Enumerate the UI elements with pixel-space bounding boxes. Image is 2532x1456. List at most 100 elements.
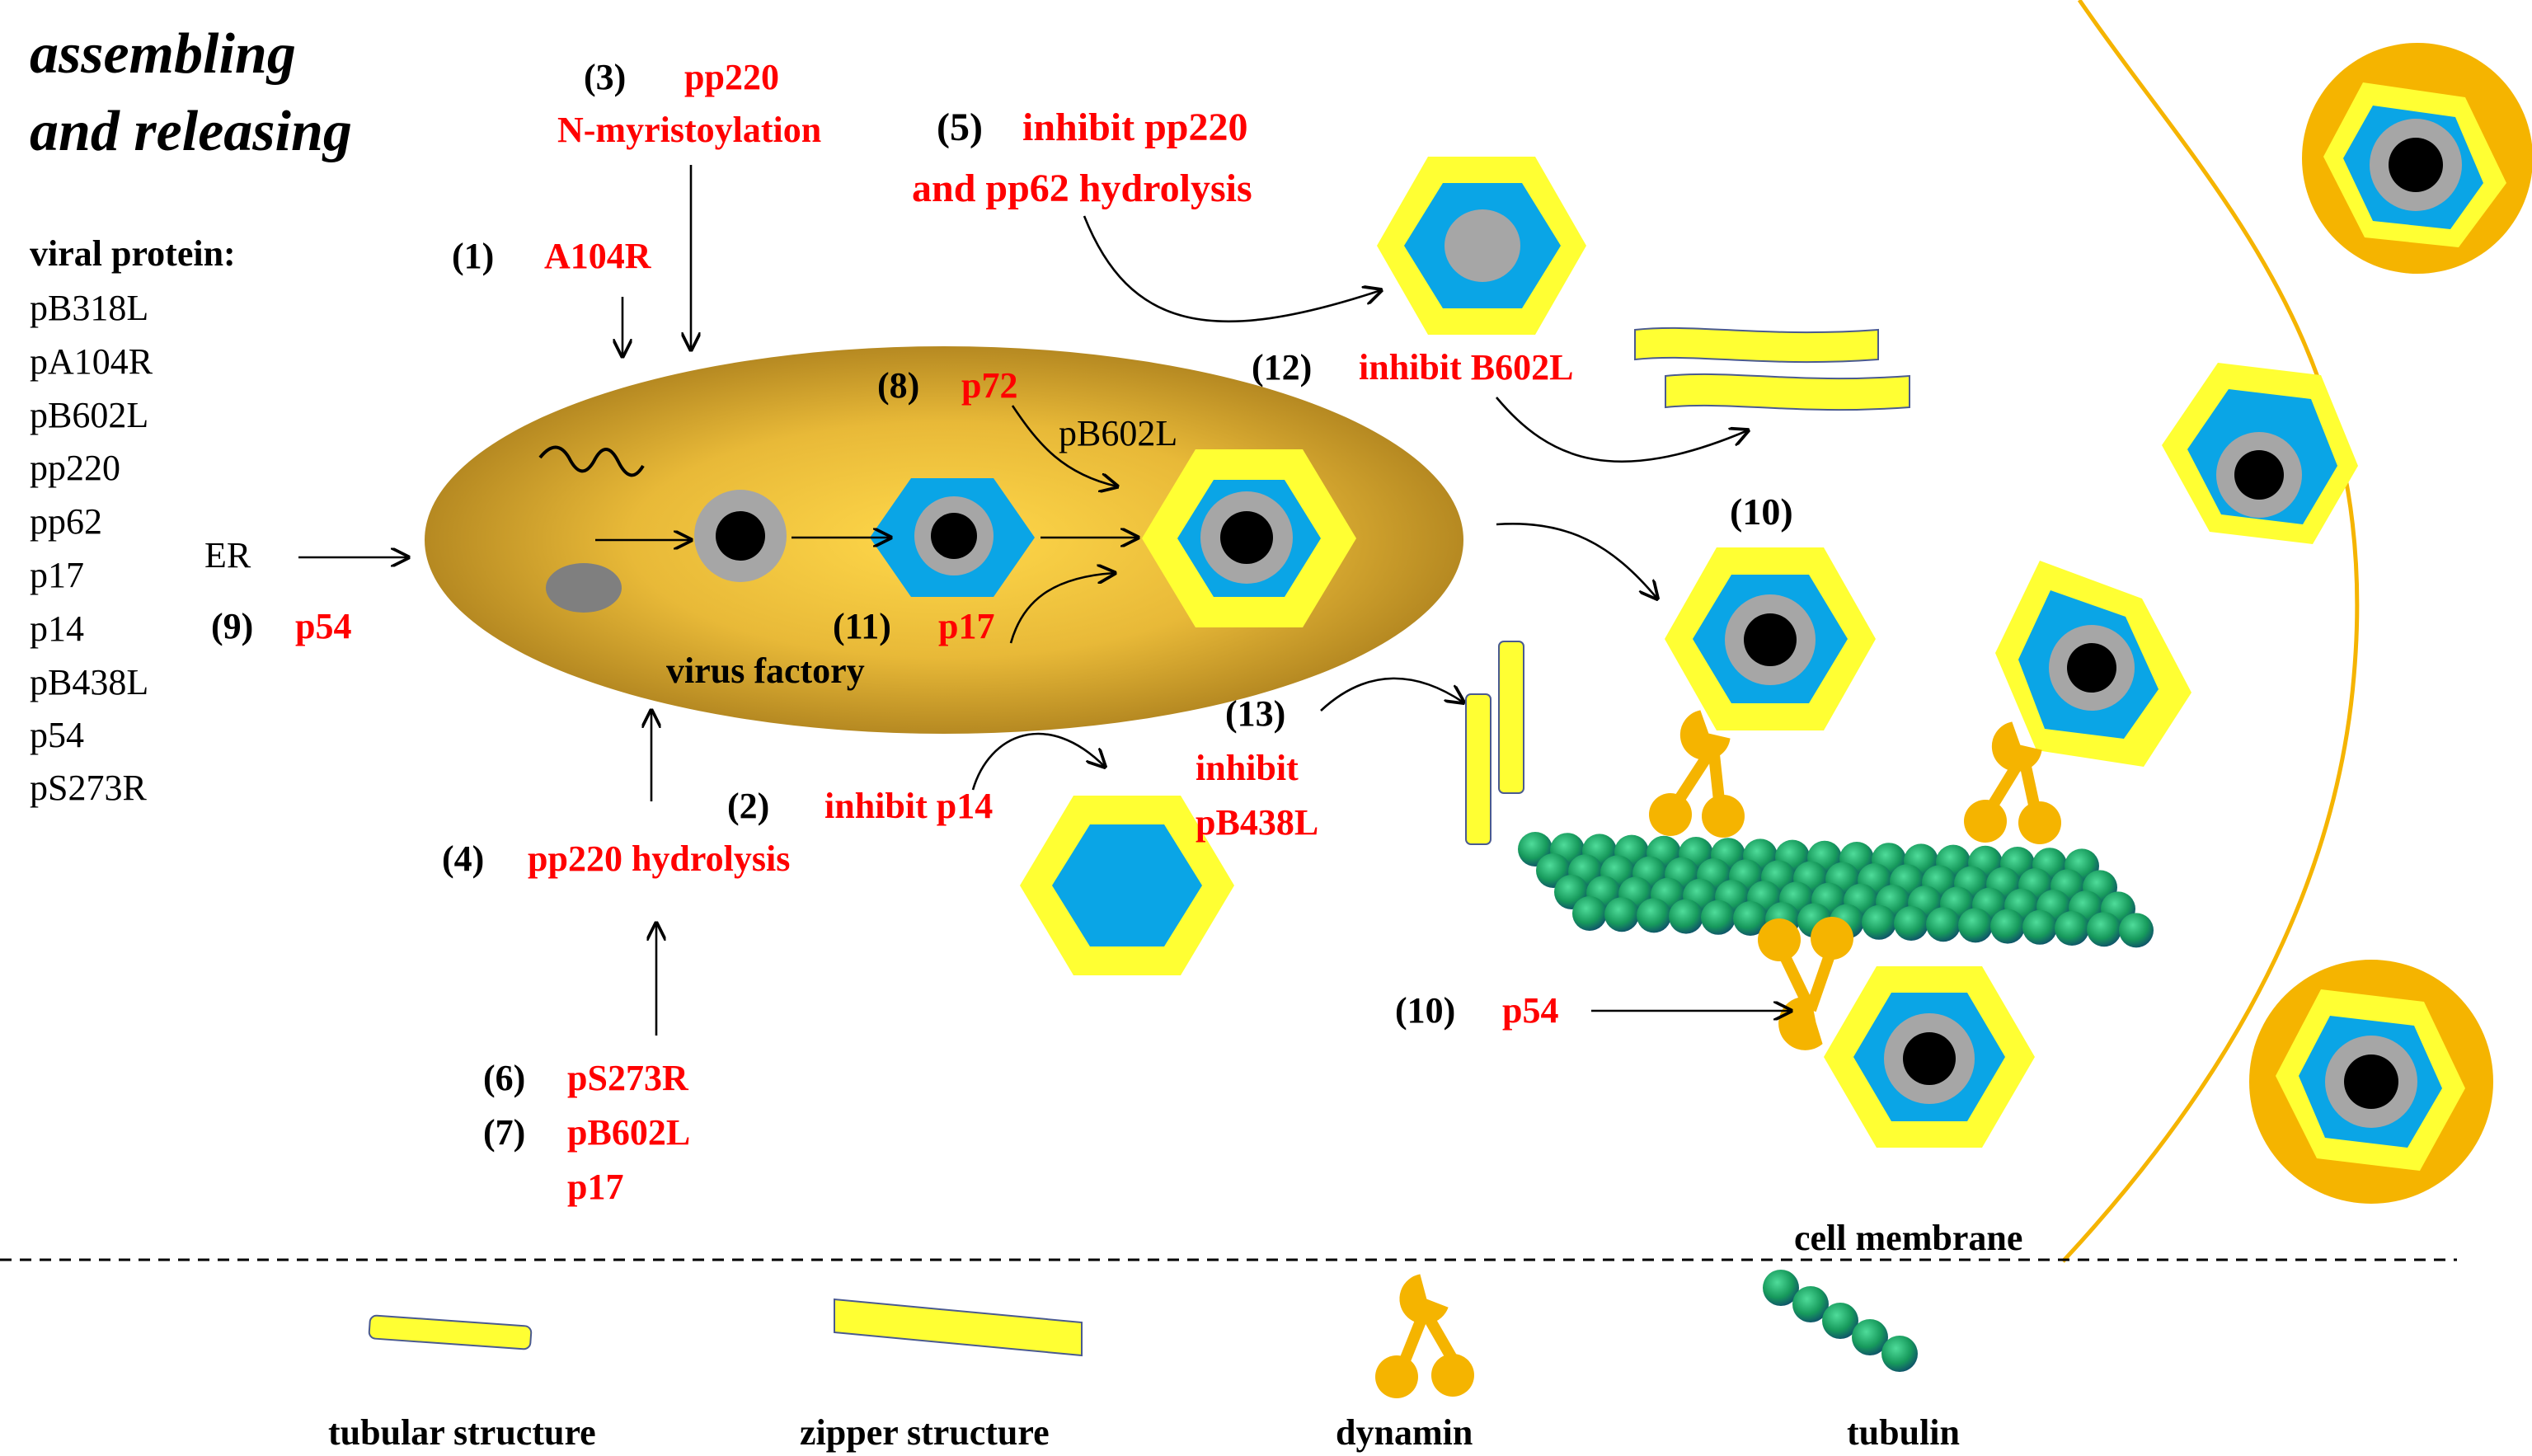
tubulin-bead — [1926, 907, 1961, 942]
tubulin-bead — [1763, 1270, 1799, 1306]
dynamin-left — [1649, 710, 1745, 838]
core-nucleoid — [2344, 1054, 2398, 1109]
empty-capsid-inner — [1052, 824, 1202, 946]
tubular-structure — [1498, 641, 1524, 794]
tubulin-bead — [1990, 909, 2025, 944]
tubulin-bead — [1701, 899, 1736, 935]
list-item: pA104R — [30, 341, 153, 382]
core-nucleoid — [2067, 643, 2116, 693]
tubulin-bead — [1733, 901, 1768, 936]
list-item: p17 — [30, 555, 84, 595]
step5-text-line2: and pp62 hydrolysis — [912, 167, 1252, 210]
core-nucleoid — [1903, 1032, 1956, 1085]
step9-text: p54 — [295, 606, 351, 646]
dynamin-foot — [1431, 1354, 1474, 1397]
tubulin-bead — [1894, 906, 1928, 941]
step9-num: (9) — [211, 606, 253, 646]
step7-text-line1: pB602L — [567, 1112, 690, 1153]
extracellular-virion-middle — [2162, 363, 2358, 544]
step11-text: p17 — [938, 606, 994, 646]
tubulin-bead — [1669, 899, 1703, 934]
dynamin-foot — [1375, 1355, 1418, 1398]
list-item: pB602L — [30, 395, 148, 435]
step7-text-line2: p17 — [567, 1167, 623, 1207]
step3-num: (3) — [584, 57, 626, 97]
legend-tubulin-label: tubulin — [1847, 1412, 1960, 1453]
arrow-factory-to-release — [1496, 522, 1657, 599]
dynamin-bottom — [1758, 917, 1853, 1050]
step10b-text: p54 — [1502, 990, 1558, 1031]
microtubule-lattice — [1518, 832, 2154, 948]
arrow-step8 — [1011, 405, 1117, 486]
arrow-step12 — [1496, 397, 1748, 463]
step1-num: (1) — [452, 236, 494, 276]
step13-num: (13) — [1225, 693, 1285, 734]
cell-membrane-label: cell membrane — [1794, 1218, 2022, 1258]
tubulin-bead — [1881, 1336, 1918, 1372]
legend-dynamin-label: dynamin — [1336, 1412, 1473, 1453]
core-nucleoid — [1220, 511, 1273, 564]
tubulin-bead — [2022, 909, 2057, 945]
step12-num: (12) — [1252, 347, 1312, 387]
viral-protein-list: pB318L pA104R pB602L pp220 pp62 p17 p14 … — [30, 288, 153, 808]
legend-dynamin-icon — [1375, 1274, 1474, 1398]
step8-text: p72 — [961, 365, 1017, 406]
tubulin-bead — [1792, 1286, 1829, 1322]
er-label: ER — [204, 535, 251, 575]
list-item: pp220 — [30, 448, 120, 488]
arrow-step11 — [1009, 573, 1115, 644]
core-nucleoid — [2389, 138, 2443, 192]
step6-text: pS273R — [567, 1058, 689, 1098]
tubulin-bead — [1604, 897, 1639, 932]
core-nucleoid — [2234, 450, 2284, 500]
step4-num: (4) — [442, 838, 484, 879]
dynamin-virion-bottom — [1824, 966, 2035, 1148]
step13-text-line1: inhibit — [1196, 748, 1299, 788]
step12-text: inhibit B602L — [1359, 347, 1573, 387]
list-item: pp62 — [30, 501, 102, 542]
tubulin-bead — [2087, 912, 2121, 947]
viral-protein-heading: viral protein: — [30, 233, 236, 274]
tubulin-bead — [1822, 1303, 1858, 1339]
pb602l-label: pB602L — [1059, 413, 1177, 453]
step8-num: (8) — [877, 365, 919, 406]
zipper-structure — [1665, 373, 1910, 411]
list-item: p54 — [30, 715, 84, 755]
legend-tubular-label: tubular structure — [328, 1412, 596, 1453]
tubulin-bead — [1572, 896, 1607, 931]
arrow-step5 — [1083, 215, 1381, 323]
legend-zipper-icon — [834, 1298, 1083, 1357]
tubulin-bead — [1862, 904, 1896, 940]
dynamin-head — [1399, 1274, 1449, 1324]
core-nucleoid — [716, 511, 765, 561]
step3-text-line1: pp220 — [684, 57, 779, 97]
core-nucleoid — [1744, 613, 1797, 666]
step2-text: inhibit p14 — [824, 786, 993, 826]
viral-dna-squiggle — [538, 445, 645, 477]
dynamin-right — [1964, 721, 2061, 844]
arrow-step13 — [1320, 677, 1463, 712]
step3-text-line2: N-myristoylation — [557, 110, 821, 150]
dynamin-foot — [1811, 917, 1853, 960]
arrow-step2 — [971, 732, 1105, 791]
legend-tubular-icon — [368, 1314, 533, 1350]
dynamin-foot — [1649, 793, 1692, 836]
step7-num: (7) — [483, 1112, 525, 1153]
extracellular-virion-top — [2302, 43, 2532, 274]
dynamin-virion-right — [1995, 561, 2191, 767]
legend: tubular structure zipper structure dynam… — [328, 1270, 1960, 1453]
list-item: pB318L — [30, 288, 148, 328]
tubular-structure — [1465, 693, 1491, 845]
virus-factory-label: virus factory — [666, 651, 865, 691]
legend-tubulin-icon — [1763, 1270, 1918, 1372]
title-line1: assembling — [30, 22, 296, 86]
step13-text-line2: pB438L — [1196, 802, 1318, 843]
dynamin-foot — [1964, 800, 2007, 843]
cell-membrane — [2061, 0, 2360, 1263]
aberrant-core — [1445, 209, 1520, 282]
step11-num: (11) — [833, 606, 891, 646]
title-line2: and releasing — [30, 100, 352, 163]
tubulin-bead — [1958, 908, 1993, 943]
gray-particle — [546, 563, 622, 613]
